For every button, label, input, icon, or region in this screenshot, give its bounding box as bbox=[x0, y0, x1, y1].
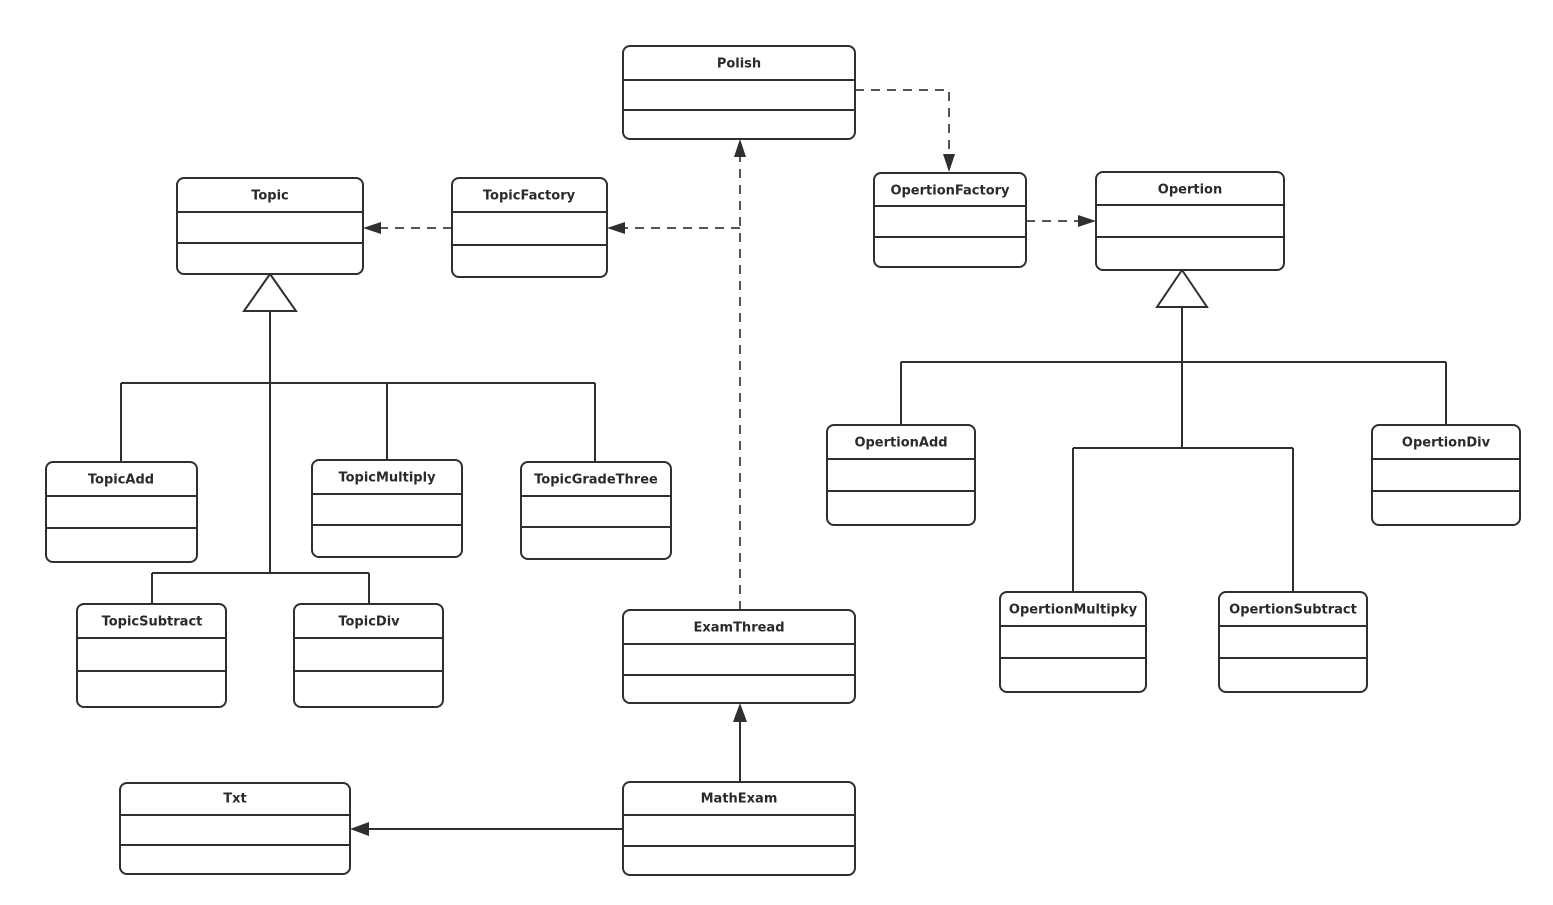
class-name-label: OpertionAdd bbox=[854, 436, 947, 451]
dependency-topicfactory-topic bbox=[363, 222, 452, 234]
generalization-opertion-tree bbox=[900, 307, 1447, 592]
class-name-label: OpertionFactory bbox=[890, 184, 1010, 199]
hollow-triangle-icon bbox=[242, 272, 298, 312]
arrow-head-icon bbox=[733, 703, 747, 722]
class-name-label: Polish bbox=[717, 57, 761, 72]
class-box-topic-factory[interactable]: TopicFactory bbox=[451, 177, 608, 278]
dependency-examthread-topicfactory bbox=[607, 222, 740, 234]
class-box-topic-grade-three[interactable]: TopicGradeThree bbox=[520, 461, 672, 560]
arrow-head-icon bbox=[1078, 215, 1096, 227]
class-box-outline[interactable] bbox=[999, 591, 1147, 693]
class-name-label: TopicAdd bbox=[88, 473, 154, 488]
class-box-topic[interactable]: Topic bbox=[176, 177, 364, 275]
class-box-polish[interactable]: Polish bbox=[622, 45, 856, 140]
hollow-triangle-icon bbox=[1155, 268, 1209, 308]
class-box-outline[interactable] bbox=[1371, 424, 1521, 526]
arrow-head-icon bbox=[943, 154, 955, 172]
class-box-outline[interactable] bbox=[622, 609, 856, 704]
class-box-outline[interactable] bbox=[622, 781, 856, 876]
class-name-label: MathExam bbox=[701, 792, 778, 807]
class-box-topic-div[interactable]: TopicDiv bbox=[293, 603, 444, 708]
class-name-label: Opertion bbox=[1158, 183, 1222, 198]
class-box-opertion[interactable]: Opertion bbox=[1095, 171, 1285, 271]
class-box-topic-add[interactable]: TopicAdd bbox=[45, 461, 198, 563]
class-box-exam-thread[interactable]: ExamThread bbox=[622, 609, 856, 704]
class-box-outline[interactable] bbox=[311, 459, 463, 558]
class-name-label: TopicGradeThree bbox=[534, 473, 658, 488]
class-name-label: TopicFactory bbox=[483, 189, 576, 204]
class-box-txt[interactable]: Txt bbox=[119, 782, 351, 875]
class-box-opertion-add[interactable]: OpertionAdd bbox=[826, 424, 976, 526]
dependency-polish-opertionfactory bbox=[855, 89, 955, 172]
generalization-arrowhead-topic bbox=[242, 272, 298, 312]
class-box-outline[interactable] bbox=[520, 461, 672, 560]
class-name-label: Topic bbox=[251, 189, 289, 204]
class-box-outline[interactable] bbox=[45, 461, 198, 563]
generalization-arrowhead-opertion bbox=[1155, 268, 1209, 308]
class-box-opertion-factory[interactable]: OpertionFactory bbox=[873, 172, 1027, 268]
class-box-opertion-multipky[interactable]: OpertionMultipky bbox=[999, 591, 1147, 693]
class-box-outline[interactable] bbox=[119, 782, 351, 875]
class-box-outline[interactable] bbox=[76, 603, 227, 708]
class-name-label: OpertionSubtract bbox=[1229, 603, 1357, 618]
class-box-outline[interactable] bbox=[451, 177, 608, 278]
class-box-topic-multiply[interactable]: TopicMultiply bbox=[311, 459, 463, 558]
class-box-outline[interactable] bbox=[873, 172, 1027, 268]
dependency-examthread-polish bbox=[734, 139, 746, 610]
class-box-topic-subtract[interactable]: TopicSubtract bbox=[76, 603, 227, 708]
association-mathexam-txt bbox=[350, 822, 623, 836]
arrow-head-icon bbox=[350, 822, 369, 836]
arrow-head-icon bbox=[363, 222, 381, 234]
dependency-opertionfactory-opertion bbox=[1026, 215, 1096, 227]
class-name-label: Txt bbox=[223, 792, 246, 807]
class-name-label: TopicDiv bbox=[338, 615, 400, 630]
class-box-outline[interactable] bbox=[1095, 171, 1285, 271]
class-name-label: TopicMultiply bbox=[338, 471, 436, 486]
connector-layer: Polish (vertical dashed, arrow up into P… bbox=[120, 89, 1447, 836]
dependency-line bbox=[855, 89, 950, 158]
class-box-outline[interactable] bbox=[176, 177, 364, 275]
association-mathexam-examthread bbox=[733, 703, 747, 782]
class-name-label: OpertionMultipky bbox=[1009, 603, 1138, 618]
class-box-outline[interactable] bbox=[1218, 591, 1368, 693]
class-name-label: TopicSubtract bbox=[102, 615, 203, 630]
class-box-layer: Polish Topic TopicFactory OpertionFactor… bbox=[45, 45, 1521, 876]
class-box-opertion-div[interactable]: OpertionDiv bbox=[1371, 424, 1521, 526]
class-box-outline[interactable] bbox=[826, 424, 976, 526]
arrow-head-icon bbox=[607, 222, 625, 234]
class-name-label: OpertionDiv bbox=[1402, 436, 1491, 451]
class-box-outline[interactable] bbox=[622, 45, 856, 140]
class-box-math-exam[interactable]: MathExam bbox=[622, 781, 856, 876]
generalization-topic-tree bbox=[120, 311, 596, 604]
arrow-head-icon bbox=[734, 139, 746, 157]
class-box-opertion-subtract[interactable]: OpertionSubtract bbox=[1218, 591, 1368, 693]
class-box-outline[interactable] bbox=[293, 603, 444, 708]
class-name-label: ExamThread bbox=[693, 621, 784, 636]
